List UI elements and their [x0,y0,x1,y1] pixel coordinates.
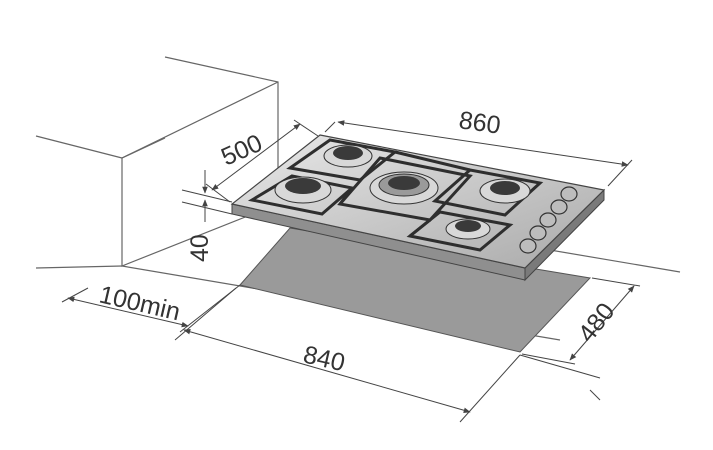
front-left-burner [274,176,332,204]
rear-left-burner [323,144,373,168]
label-hob-height: 40 [186,234,214,262]
label-cutout-width: 840 [301,341,348,378]
dim-cutout-depth [521,277,641,365]
knob-4 [529,225,547,241]
center-wok-burner [369,171,439,205]
knob-5 [519,238,537,254]
label-hob-width: 860 [457,106,502,140]
dim-hob-width [324,120,633,187]
control-knobs [519,186,578,254]
knob-1 [560,186,578,202]
knob-2 [550,199,568,215]
dim-hob-height [181,170,233,222]
rear-right-burner [479,178,531,204]
dim-cutout-width [174,287,601,423]
label-hob-depth: 500 [217,129,267,172]
label-wall-clearance: 100min [97,281,183,327]
front-right-burner [445,218,491,240]
knob-3 [539,212,557,228]
dim-hob-depth [205,119,319,203]
pan-supports [247,138,544,252]
label-cutout-depth: 480 [573,298,621,348]
